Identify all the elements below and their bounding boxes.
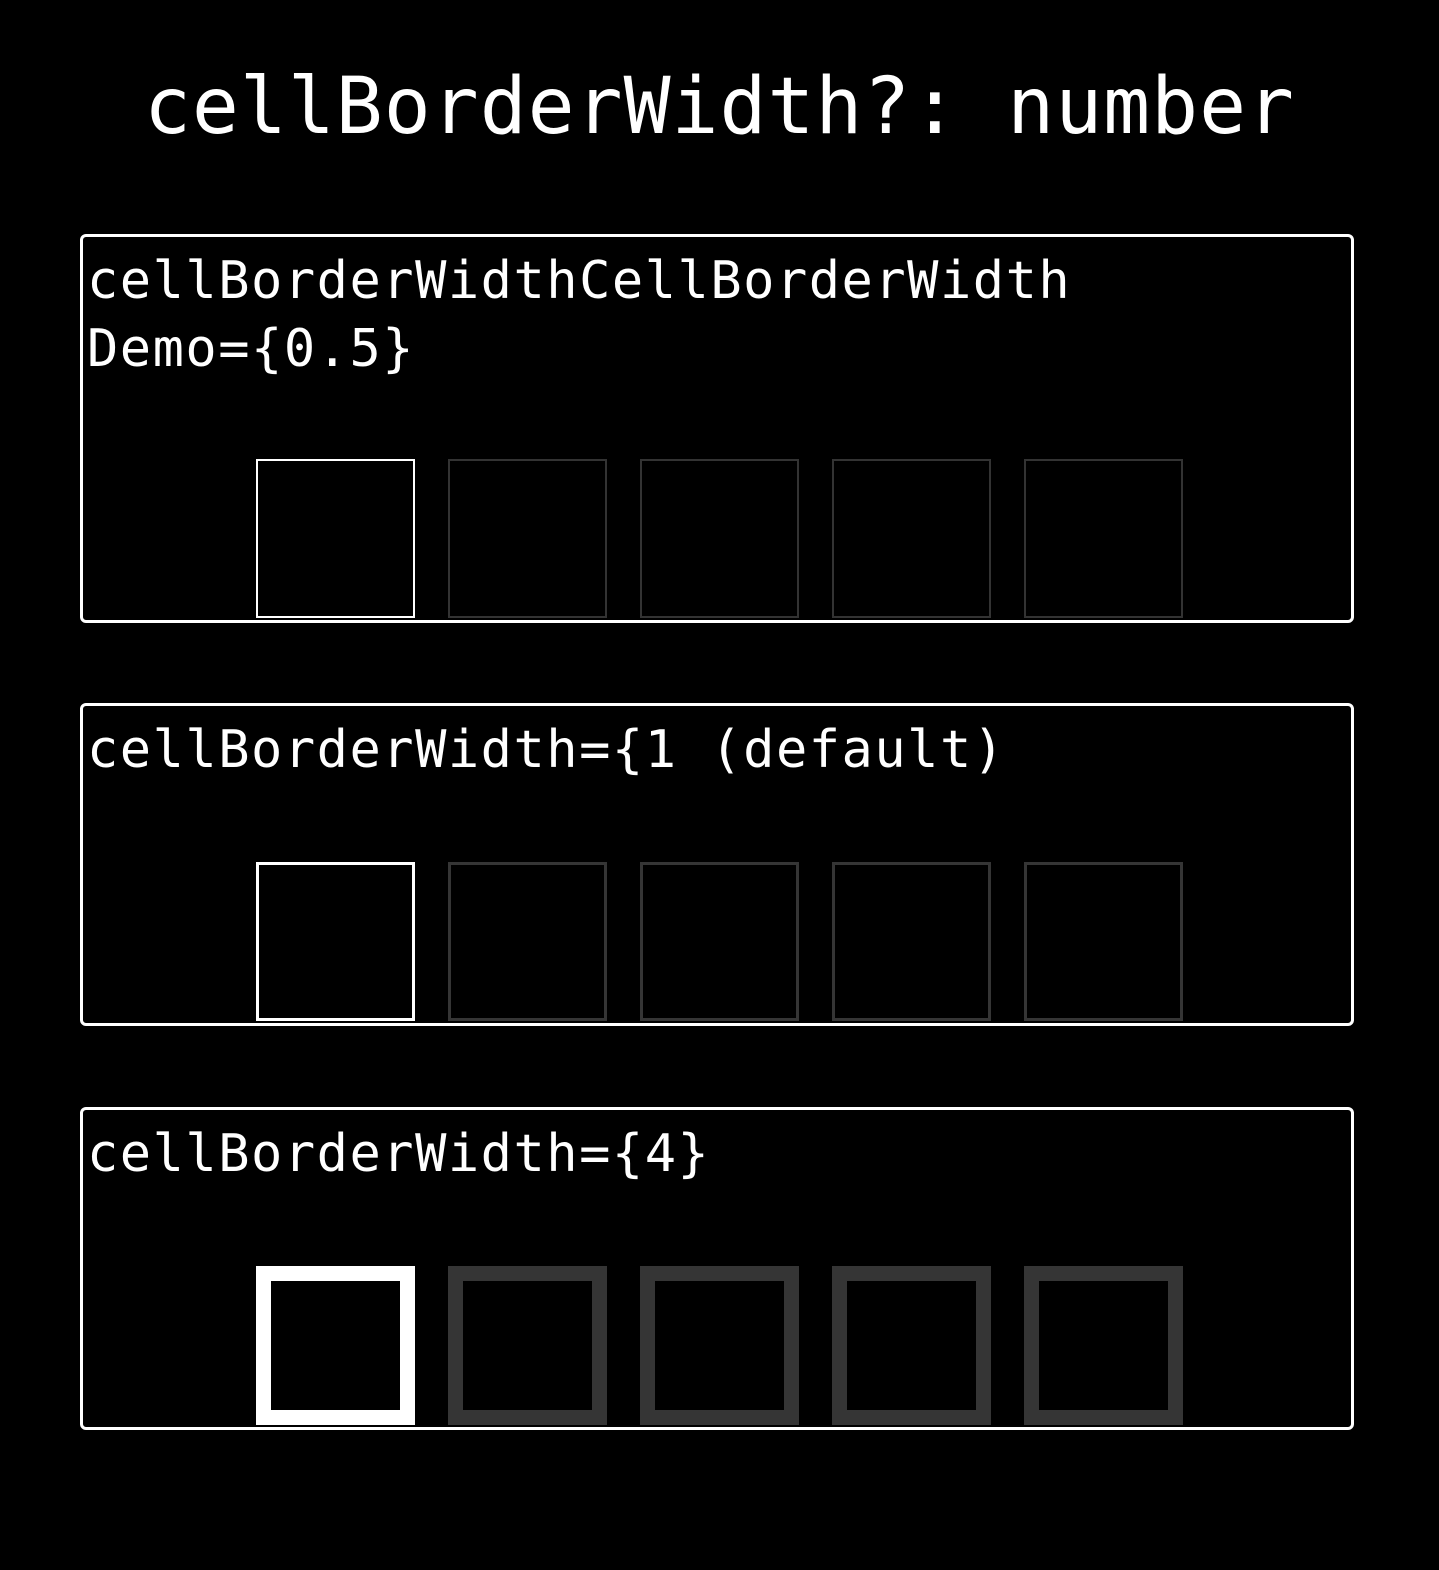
- otp-cell-row: [256, 862, 1183, 1023]
- otp-cell[interactable]: [832, 1266, 991, 1425]
- otp-cell[interactable]: [448, 1266, 607, 1425]
- otp-cell[interactable]: [448, 862, 607, 1021]
- demo-panel-width-1-default: cellBorderWidth={1 (default): [80, 703, 1354, 1026]
- otp-cell-active[interactable]: [256, 862, 415, 1021]
- demo-label: cellBorderWidthCellBorderWidth Demo={0.5…: [87, 251, 1072, 379]
- demo-panel-width-4: cellBorderWidth={4}: [80, 1107, 1354, 1430]
- otp-cell[interactable]: [640, 862, 799, 1021]
- otp-cell[interactable]: [1024, 862, 1183, 1021]
- otp-cell[interactable]: [832, 862, 991, 1021]
- otp-cell-active[interactable]: [256, 1266, 415, 1425]
- otp-cell[interactable]: [1024, 459, 1183, 618]
- otp-cell-active[interactable]: [256, 459, 415, 618]
- otp-cell-row: [256, 459, 1183, 620]
- otp-cell[interactable]: [640, 1266, 799, 1425]
- otp-cell[interactable]: [1024, 1266, 1183, 1425]
- otp-cell[interactable]: [832, 459, 991, 618]
- otp-cell-row: [256, 1266, 1183, 1427]
- demo-panel-width-0-5: cellBorderWidthCellBorderWidth Demo={0.5…: [80, 234, 1354, 623]
- demo-label: cellBorderWidth={4}: [87, 1124, 711, 1184]
- page-title: cellBorderWidth?: number: [143, 62, 1296, 152]
- demo-label: cellBorderWidth={1 (default): [87, 720, 1006, 780]
- otp-cell[interactable]: [448, 459, 607, 618]
- otp-cell[interactable]: [640, 459, 799, 618]
